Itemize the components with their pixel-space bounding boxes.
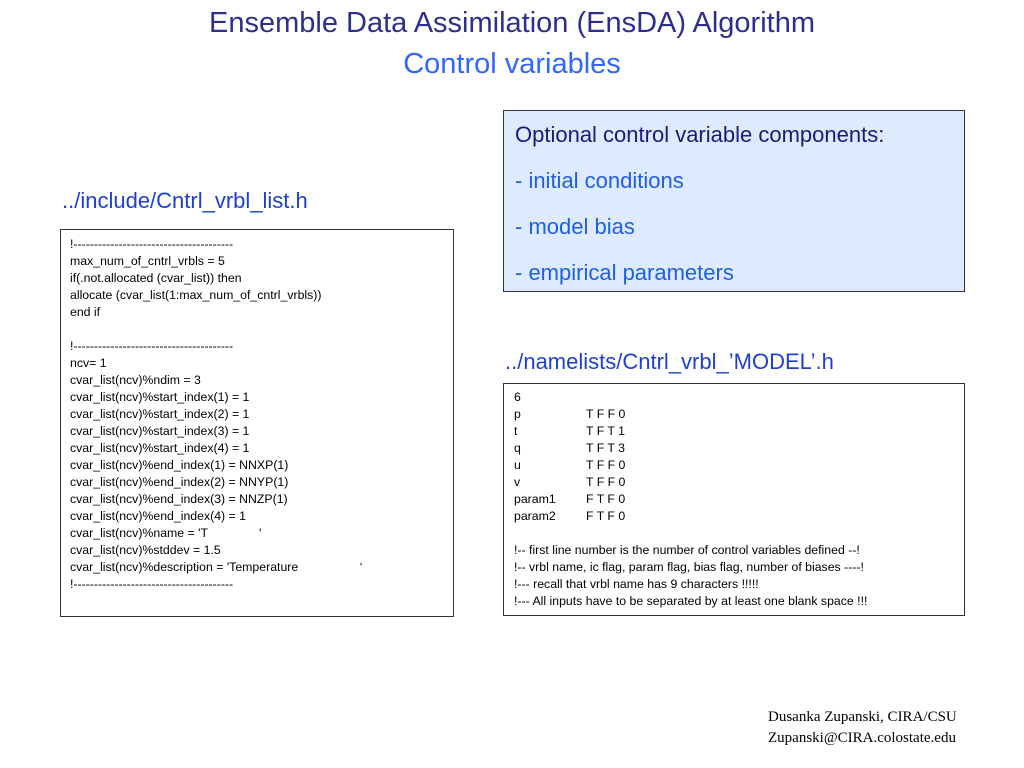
- optional-components-box: Optional control variable components: - …: [503, 110, 965, 292]
- namelist-var-name: p: [514, 407, 521, 421]
- namelist-comment: !--- All inputs have to be separated by …: [514, 594, 868, 608]
- code-line: cvar_list(ncv)%start_index(1) = 1: [70, 390, 250, 404]
- namelist-row: param2 F T F 0: [514, 508, 964, 525]
- namelist-var-name: t: [514, 424, 518, 438]
- code-line: cvar_list(ncv)%start_index(2) = 1: [70, 407, 250, 421]
- left-code-box: !---------------------------------------…: [60, 229, 454, 617]
- code-line: if(.not.allocated (cvar_list)) then: [70, 271, 242, 285]
- author-email: Zupanski@CIRA.colostate.edu: [768, 730, 956, 746]
- code-line: cvar_list(ncv)%start_index(4) = 1: [70, 441, 250, 455]
- code-line: cvar_list(ncv)%end_index(2) = NNYP(1): [70, 475, 289, 489]
- code-line: cvar_list(ncv)%start_index(3) = 1: [70, 424, 250, 438]
- optional-components-heading: Optional control variable components:: [515, 122, 885, 147]
- namelist-var-name: param1: [514, 492, 556, 506]
- namelist-var-flags: T F T 1: [586, 424, 625, 438]
- code-line: cvar_list(ncv)%end_index(1) = NNXP(1): [70, 458, 289, 472]
- namelist-row: q T F T 3: [514, 440, 964, 457]
- namelist-var-flags: T F T 3: [586, 441, 625, 455]
- code-line: cvar_list(ncv)%end_index(3) = NNZP(1): [70, 492, 288, 506]
- namelist-row: p T F F 0: [514, 406, 964, 423]
- namelist-var-flags: F T F 0: [586, 492, 626, 506]
- code-line: cvar_list(ncv)%description = 'Temperatur…: [70, 560, 363, 574]
- namelist-comment: !--- recall that vrbl name has 9 charact…: [514, 577, 759, 591]
- author-footer: Dusanka Zupanski, CIRA/CSU Zupanski@CIRA…: [768, 707, 957, 749]
- code-line: !---------------------------------------: [70, 577, 234, 591]
- namelist-row: param1 F T F 0: [514, 491, 964, 508]
- namelist-var-flags: F T F 0: [586, 509, 626, 523]
- namelist-comment: !-- first line number is the number of c…: [514, 543, 860, 557]
- namelist-var-name: q: [514, 441, 521, 455]
- slide-subtitle: Control variables: [403, 48, 621, 80]
- left-file-label: ../include/Cntrl_vrbl_list.h: [62, 188, 308, 213]
- blank-line: [514, 525, 964, 542]
- code-line: !---------------------------------------: [70, 237, 234, 251]
- code-line: cvar_list(ncv)%ndim = 3: [70, 373, 201, 387]
- code-line: allocate (cvar_list(1:max_num_of_cntrl_v…: [70, 288, 322, 302]
- namelist-count: 6: [514, 390, 521, 404]
- namelist-var-flags: T F F 0: [586, 458, 626, 472]
- code-line: [70, 321, 453, 338]
- namelist-var-flags: T F F 0: [586, 407, 626, 421]
- namelist-row: u T F F 0: [514, 457, 964, 474]
- namelist-box: 6 p T F F 0 t T F T 1 q T F T 3 u T F F 0 v T…: [503, 383, 965, 616]
- code-line: end if: [70, 305, 101, 319]
- right-file-label: ../namelists/Cntrl_vrbl_’MODEL’.h: [505, 349, 834, 374]
- code-line: cvar_list(ncv)%end_index(4) = 1: [70, 509, 246, 523]
- namelist-comment: !-- vrbl name, ic flag, param flag, bias…: [514, 560, 864, 574]
- code-line: cvar_list(ncv)%name = 'T ': [70, 526, 262, 540]
- code-line: !---------------------------------------: [70, 339, 234, 353]
- optional-item-initial-conditions: - initial conditions: [515, 168, 684, 193]
- code-line: max_num_of_cntrl_vrbls = 5: [70, 254, 225, 268]
- namelist-var-flags: T F F 0: [586, 475, 626, 489]
- code-line: ncv= 1: [70, 356, 107, 370]
- namelist-var-name: u: [514, 458, 521, 472]
- namelist-row: t T F T 1: [514, 423, 964, 440]
- namelist-var-name: param2: [514, 509, 556, 523]
- code-line: cvar_list(ncv)%stddev = 1.5: [70, 543, 221, 557]
- namelist-row: v T F F 0: [514, 474, 964, 491]
- slide-title: Ensemble Data Assimilation (EnsDA) Algor…: [208, 7, 815, 39]
- namelist-var-name: v: [514, 475, 521, 489]
- optional-item-empirical-parameters: - empirical parameters: [515, 260, 734, 285]
- author-name: Dusanka Zupanski, CIRA/CSU: [768, 709, 957, 725]
- optional-item-model-bias: - model bias: [515, 214, 635, 239]
